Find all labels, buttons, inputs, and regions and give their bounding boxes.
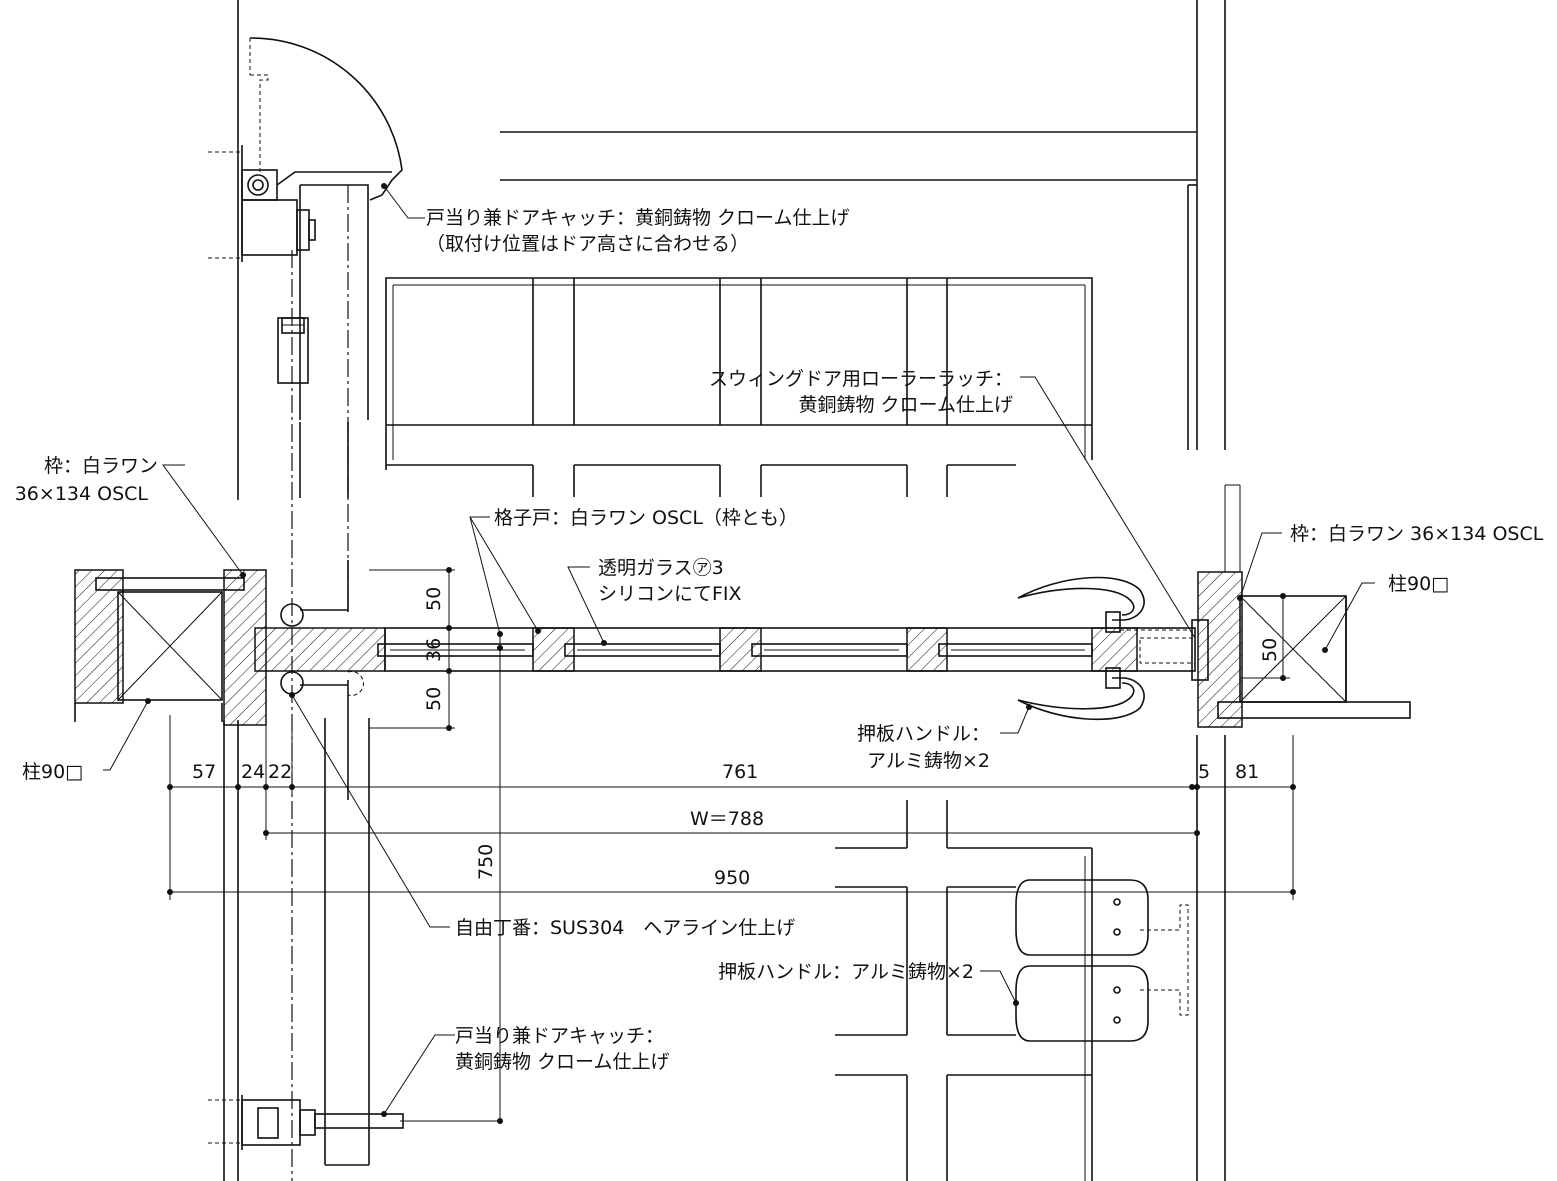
push-handle-elev-label: 押板ハンドル：アルミ鋳物×2 bbox=[718, 960, 974, 983]
hinge-label: 自由丁番：SUS304 ヘアライン仕上げ bbox=[455, 917, 795, 939]
door-stop-top-label-1: 戸当り兼ドアキャッチ：黄銅鋳物 クローム仕上げ bbox=[426, 206, 849, 229]
push-handle-label-2: アルミ鋳物×2 bbox=[867, 749, 990, 772]
dim-81: 81 bbox=[1235, 761, 1259, 783]
frame-left-label-2: 36×134 OSCL bbox=[15, 483, 149, 505]
dimension-lines bbox=[145, 567, 1296, 1124]
dim-w788: W＝788 bbox=[690, 808, 764, 830]
dim-750: 750 bbox=[475, 844, 497, 880]
lattice-elevation-upper bbox=[385, 277, 1093, 497]
glass-label-2: シリコンにてFIX bbox=[598, 583, 742, 605]
door-edge-posts bbox=[223, 184, 370, 1181]
door-stop-bottom-label-1: 戸当り兼ドアキャッチ： bbox=[455, 1025, 664, 1047]
dim-50-right: 50 bbox=[1259, 638, 1281, 662]
dimension-values: 57 24 22 761 5 81 W＝788 950 750 50 36 50… bbox=[192, 587, 1281, 889]
frame-left-label-1: 枠：白ラワン bbox=[44, 455, 158, 477]
dim-950: 950 bbox=[714, 867, 750, 889]
push-handles-elevation bbox=[1013, 879, 1189, 1042]
lattice-elevation-lower bbox=[835, 800, 1093, 1181]
dim-57: 57 bbox=[192, 761, 216, 783]
dim-24: 24 bbox=[241, 761, 265, 783]
door-stop-bottom-label-2: 黄銅鋳物 クローム仕上げ bbox=[455, 1050, 669, 1073]
dim-50-bottom: 50 bbox=[423, 687, 445, 711]
door-stop-top-label-2: （取付け位置はドア高さに合わせる） bbox=[426, 233, 749, 255]
lattice-door-label: 格子戸：白ラワン OSCL（枠とも） bbox=[494, 507, 798, 529]
door-stop-top bbox=[208, 37, 403, 384]
roller-latch-label-2: 黄銅鋳物 クローム仕上げ bbox=[799, 393, 1013, 416]
dim-5: 5 bbox=[1198, 761, 1210, 783]
frame-right-label: 枠：白ラワン 36×134 OSCL bbox=[1290, 523, 1544, 545]
left-frame-plan bbox=[74, 569, 267, 726]
dim-22: 22 bbox=[268, 761, 292, 783]
right-frame-plan bbox=[1197, 571, 1411, 728]
pillar-left-label: 柱90□ bbox=[22, 761, 83, 783]
leader-lines bbox=[103, 185, 1375, 1115]
roller-latch-label-1: スウィングドア用ローラーラッチ： bbox=[709, 368, 1013, 390]
dim-50-top: 50 bbox=[423, 587, 445, 611]
door-leaf-section bbox=[254, 603, 1209, 696]
wall-lines bbox=[237, 0, 1241, 1181]
glass-label-1: 透明ガラス㋐3 bbox=[598, 557, 724, 579]
dim-36: 36 bbox=[423, 638, 445, 662]
handles-plan bbox=[1017, 576, 1145, 721]
annotation-labels: 戸当り兼ドアキャッチ：黄銅鋳物 クローム仕上げ （取付け位置はドア高さに合わせる… bbox=[15, 206, 1544, 1073]
dim-761: 761 bbox=[722, 761, 758, 783]
pillar-right-label: 柱90□ bbox=[1388, 573, 1449, 595]
push-handle-label-1: 押板ハンドル： bbox=[857, 723, 990, 745]
